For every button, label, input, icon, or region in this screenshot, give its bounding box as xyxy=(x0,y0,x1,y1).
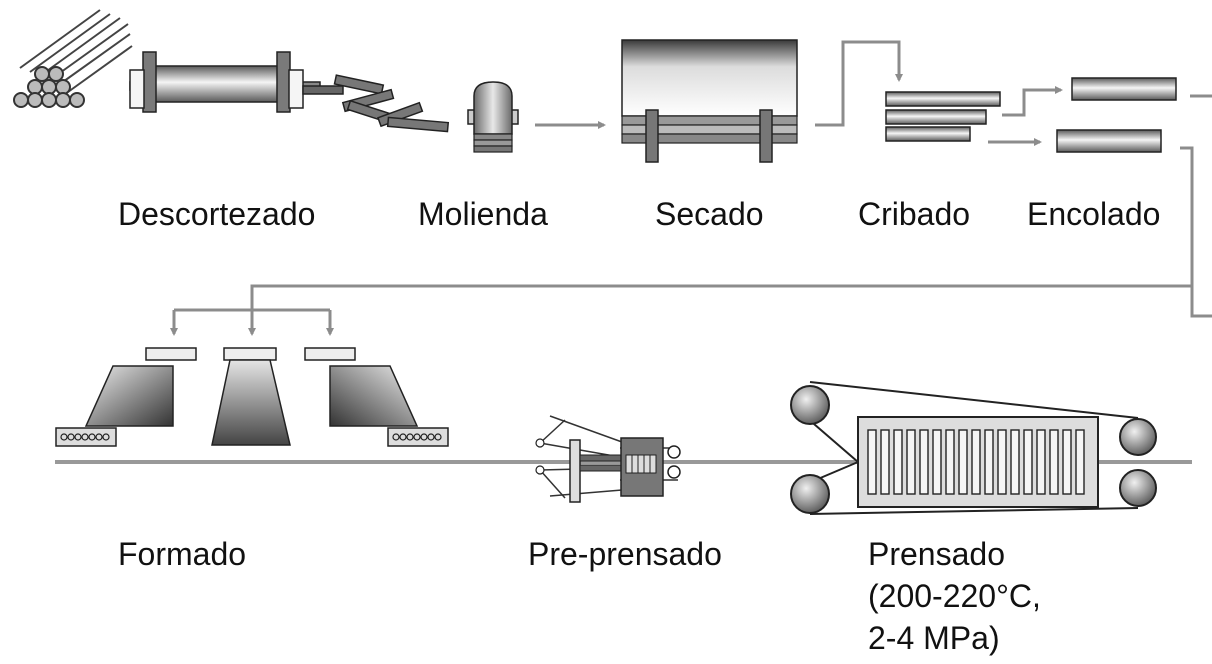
label-encolado: Encolado xyxy=(1027,196,1161,232)
forming-station-icon xyxy=(55,347,449,447)
logs-pile-icon xyxy=(13,9,133,108)
blender-tanks-icon xyxy=(1056,77,1177,153)
arrow-dryer-to-screen xyxy=(815,40,903,127)
hot-press-icon xyxy=(790,381,1157,515)
flow-line-blender-out-2 xyxy=(1180,146,1212,318)
label-prensado-line3: 2-4 MPa) xyxy=(868,620,1000,656)
dryer-drum-icon xyxy=(621,39,798,163)
flow-line-to-formers xyxy=(250,284,1192,310)
label-prensado-line2: (200-220°C, xyxy=(868,578,1041,614)
arrow-screen-to-blender-1 xyxy=(1002,86,1063,117)
prepress-machine-icon xyxy=(535,415,681,503)
label-preprensado: Pre-prensado xyxy=(528,536,722,572)
debarker-machine-icon xyxy=(129,51,450,133)
label-formado: Formado xyxy=(118,536,247,572)
label-prensado-line1: Prensado xyxy=(868,536,1005,572)
label-secado: Secado xyxy=(655,196,764,232)
mill-machine-icon xyxy=(467,81,519,153)
label-cribado: Cribado xyxy=(858,196,971,232)
screen-machine-icon xyxy=(885,91,1001,142)
label-molienda: Molienda xyxy=(418,196,548,232)
label-descortezado: Descortezado xyxy=(118,196,316,232)
